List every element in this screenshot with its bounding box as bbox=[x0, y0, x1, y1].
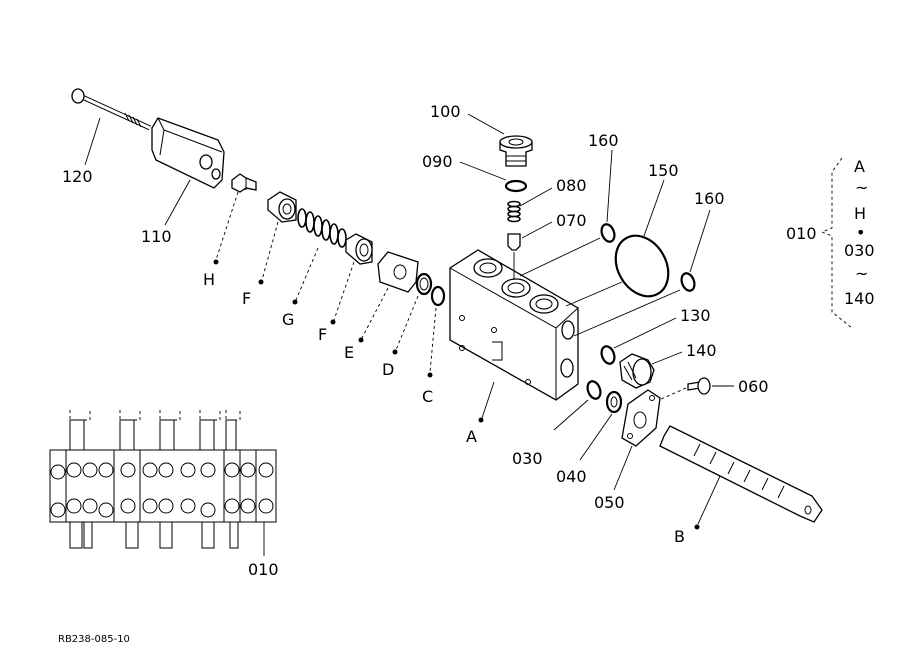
part-F-sleeve-1 bbox=[258, 191, 297, 285]
label-050: 050 bbox=[594, 493, 625, 512]
part-030-oring bbox=[553, 380, 602, 431]
part-130-oring bbox=[600, 317, 677, 365]
assembly-legend-bracket bbox=[820, 157, 853, 329]
legend-range-a-start: A bbox=[854, 157, 865, 176]
part-140-plug bbox=[619, 351, 683, 389]
part-G-spring bbox=[292, 208, 347, 305]
part-090-oring bbox=[459, 161, 528, 193]
label-010-main: 010 bbox=[786, 224, 817, 243]
part-150-large-oring bbox=[565, 179, 670, 307]
label-F-1: F bbox=[242, 289, 251, 308]
label-070: 070 bbox=[556, 211, 587, 230]
label-140: 140 bbox=[686, 341, 717, 360]
part-040-seal bbox=[579, 390, 623, 461]
label-D: D bbox=[382, 360, 394, 379]
valve-bank-thumbnail bbox=[49, 410, 277, 556]
part-B-spool bbox=[659, 425, 823, 530]
legend-bullet: • bbox=[856, 223, 865, 242]
label-120: 120 bbox=[62, 167, 93, 186]
label-E: E bbox=[344, 343, 354, 362]
part-160-oring-2 bbox=[573, 209, 711, 337]
part-H-screw bbox=[213, 173, 257, 265]
label-B: B bbox=[674, 527, 685, 546]
legend-range-a-end: H bbox=[854, 204, 866, 223]
label-100: 100 bbox=[430, 102, 461, 121]
part-110-housing bbox=[151, 117, 225, 226]
label-A: A bbox=[466, 427, 477, 446]
label-030: 030 bbox=[512, 449, 543, 468]
part-120-bolt bbox=[71, 88, 152, 166]
label-160-right: 160 bbox=[694, 189, 725, 208]
label-110: 110 bbox=[141, 227, 172, 246]
legend-range-b-start: 030 bbox=[844, 241, 875, 260]
legend-range-a-sep: ~ bbox=[855, 178, 868, 197]
part-labels: 100 090 080 070 160 150 160 120 110 H F … bbox=[62, 102, 817, 579]
label-040: 040 bbox=[556, 467, 587, 486]
part-F-sleeve-2 bbox=[330, 233, 373, 325]
part-E-plate bbox=[358, 251, 419, 343]
label-010-thumbnail: 010 bbox=[248, 560, 279, 579]
label-C: C bbox=[422, 387, 433, 406]
label-160-left: 160 bbox=[588, 131, 619, 150]
part-D-ring bbox=[392, 272, 433, 355]
part-A-valve-body bbox=[449, 249, 579, 423]
part-050-plate bbox=[613, 389, 661, 491]
label-060: 060 bbox=[738, 377, 769, 396]
drawing-code: RB238-085-10 bbox=[58, 634, 130, 645]
part-100-plug bbox=[467, 113, 533, 167]
label-F-2: F bbox=[318, 325, 327, 344]
label-150: 150 bbox=[648, 161, 679, 180]
label-080: 080 bbox=[556, 176, 587, 195]
assembly-legend: 010 A ~ H • 030 ~ 140 bbox=[844, 157, 875, 308]
label-G: G bbox=[282, 310, 294, 329]
part-070-poppet bbox=[507, 221, 553, 280]
legend-range-b-sep: ~ bbox=[855, 264, 868, 283]
label-090: 090 bbox=[422, 152, 453, 171]
part-060-screw bbox=[649, 377, 734, 405]
part-080-spring bbox=[507, 187, 553, 223]
part-160-oring-1 bbox=[519, 149, 616, 277]
label-130: 130 bbox=[680, 306, 711, 325]
part-C-oring bbox=[427, 285, 446, 378]
label-H: H bbox=[203, 270, 215, 289]
legend-range-b-end: 140 bbox=[844, 289, 875, 308]
